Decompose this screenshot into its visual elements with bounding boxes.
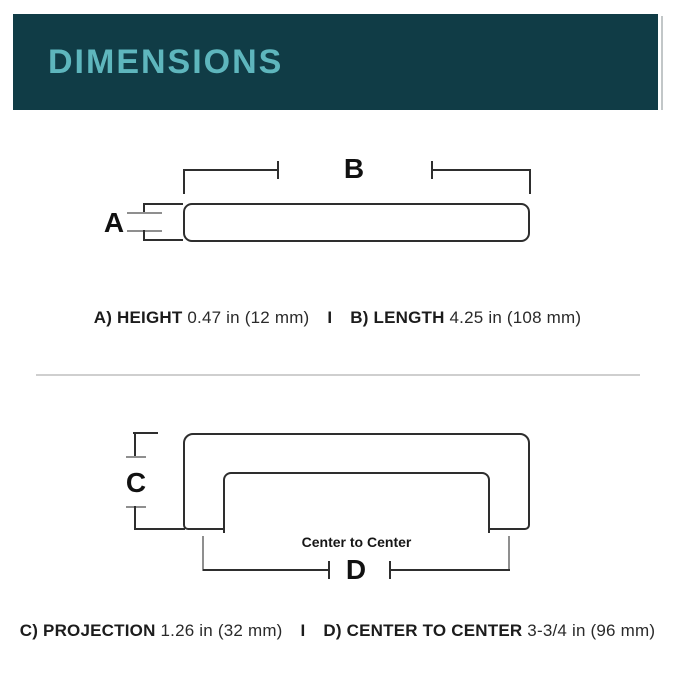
pull-bar-side-view — [183, 203, 530, 242]
pull-handle-cutout — [223, 472, 490, 533]
c-dim-stub-top — [134, 432, 136, 458]
d-dim-ext-right — [508, 536, 510, 571]
length-dim-letter: B — [343, 153, 365, 184]
d-dim-ext-left — [202, 536, 204, 571]
d-dim-line-left — [203, 569, 329, 571]
c-dim-line-top — [133, 432, 158, 434]
a-dim-tick-top — [127, 212, 162, 214]
b-dim-tick-right — [431, 161, 433, 179]
caption-separator-2: I — [300, 621, 306, 640]
center-dim-letter: D — [345, 554, 367, 585]
c-dim-line-bottom — [134, 528, 185, 530]
projection-label: C) PROJECTION — [19, 621, 156, 640]
caption-separator: I — [327, 308, 333, 327]
d-dim-line-right — [389, 569, 510, 571]
center-to-center-value: 3-3/4 in (96 mm) — [527, 621, 656, 640]
c-dim-tick-top — [126, 456, 146, 458]
a-dim-stub-top — [143, 203, 145, 214]
c-dim-stub-bottom — [134, 506, 136, 530]
projection-dim-letter: C — [125, 467, 147, 498]
a-dim-stub-bottom — [143, 230, 145, 241]
d-dim-tick-left — [328, 561, 330, 579]
height-length-caption: A) HEIGHT 0.47 in (12 mm) I B) LENGTH 4.… — [0, 308, 675, 328]
height-dim-letter: A — [103, 207, 125, 238]
a-dim-line-top — [143, 203, 183, 205]
b-dim-end-right — [529, 169, 531, 194]
length-value: 4.25 in (108 mm) — [449, 308, 582, 327]
d-dim-tick-right — [389, 561, 391, 579]
height-value: 0.47 in (12 mm) — [187, 308, 310, 327]
b-dim-line-left — [183, 169, 279, 171]
header-band: DIMENSIONS — [13, 14, 658, 110]
b-dim-end-left — [183, 169, 185, 194]
a-dim-line-bottom — [143, 239, 183, 241]
projection-value: 1.26 in (32 mm) — [160, 621, 283, 640]
center-to-center-bold: D) CENTER TO CENTER — [323, 621, 523, 640]
center-to-center-label: Center to Center — [301, 534, 412, 550]
header-band-shadow — [661, 16, 663, 110]
length-label: B) LENGTH — [350, 308, 445, 327]
page-title: DIMENSIONS — [48, 43, 284, 81]
projection-center-caption: C) PROJECTION 1.26 in (32 mm) I D) CENTE… — [0, 621, 675, 641]
section-divider — [36, 374, 640, 376]
c-dim-tick-bottom — [126, 506, 146, 508]
b-dim-tick-left — [277, 161, 279, 179]
height-label: A) HEIGHT — [93, 308, 183, 327]
b-dim-line-right — [431, 169, 531, 171]
